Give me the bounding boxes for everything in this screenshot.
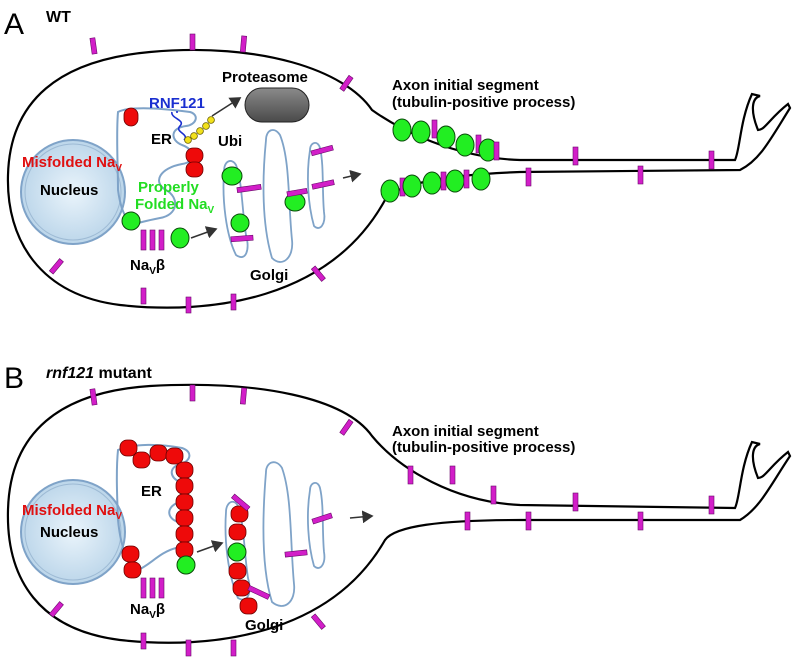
trafficking-arrow bbox=[190, 226, 218, 239]
panel-a-title: WT bbox=[46, 9, 71, 26]
folded-nav bbox=[227, 542, 247, 562]
nucleus-icon bbox=[20, 479, 126, 585]
rnf121-label: RNF121 bbox=[149, 95, 205, 112]
sodium-channel bbox=[311, 179, 335, 190]
panel-b-letter: B bbox=[4, 362, 24, 395]
golgi-label: Golgi bbox=[250, 267, 288, 284]
properly-label: Properly bbox=[138, 179, 200, 196]
panel-a-letter: A bbox=[4, 8, 24, 41]
nav-beta-icon bbox=[140, 229, 165, 251]
misfolded-label: Misfolded NaV bbox=[22, 502, 122, 522]
misfolded-nav bbox=[185, 147, 204, 164]
folded-nav bbox=[221, 166, 243, 186]
sodium-channel bbox=[247, 585, 271, 600]
rnf121-protein-icon bbox=[171, 111, 187, 141]
trafficking-arrow bbox=[196, 540, 224, 553]
degradation-arrow bbox=[211, 97, 242, 117]
er-label: ER bbox=[141, 483, 162, 500]
ais-label-line2: (tubulin-positive process) bbox=[392, 439, 575, 456]
transport-arrow bbox=[349, 510, 374, 524]
sodium-channel bbox=[286, 187, 308, 198]
nucleus-icon bbox=[20, 139, 126, 245]
misfolded-nav-cluster bbox=[119, 439, 194, 579]
misfolded-nav bbox=[230, 505, 249, 523]
folded-nav bbox=[230, 213, 250, 233]
misfolded-nav bbox=[228, 523, 247, 541]
ubiquitin-chain-icon bbox=[184, 116, 215, 144]
misfolded-nav bbox=[239, 597, 258, 615]
folded-nav bbox=[170, 227, 190, 249]
misfolded-nav bbox=[232, 579, 251, 597]
folded-nav bbox=[121, 211, 141, 231]
panel-b: B rnf121 mutant Nucleus ER Misfolded NaV bbox=[4, 362, 792, 657]
er-label: ER bbox=[151, 131, 172, 148]
sodium-channel bbox=[236, 184, 262, 193]
sodium-channel bbox=[311, 512, 333, 525]
ais-channels-a bbox=[380, 118, 715, 203]
sodium-channel bbox=[230, 234, 254, 243]
membrane-channels-b bbox=[48, 384, 354, 657]
transport-arrow bbox=[342, 169, 362, 183]
sodium-channel bbox=[230, 493, 251, 512]
misfolded-nav bbox=[228, 562, 247, 580]
ais-label-line1: Axon initial segment bbox=[392, 423, 539, 440]
folded-nav bbox=[176, 555, 196, 575]
membrane-channels-a bbox=[48, 33, 354, 314]
er-icon bbox=[115, 443, 191, 572]
golgi-label: Golgi bbox=[245, 617, 283, 634]
nav-beta-label: NaVβ bbox=[130, 601, 165, 621]
nav-beta-label: NaVβ bbox=[130, 257, 165, 277]
golgi-icon bbox=[222, 129, 326, 263]
proteasome-icon bbox=[244, 87, 310, 123]
folded-label: Folded NaV bbox=[135, 196, 215, 216]
sodium-channel bbox=[284, 549, 308, 558]
er-icon bbox=[116, 107, 197, 227]
proteasome-label: Proteasome bbox=[222, 69, 308, 86]
misfolded-nav bbox=[185, 161, 204, 178]
nucleus-label: Nucleus bbox=[40, 182, 98, 199]
ais-label-line2: (tubulin-positive process) bbox=[392, 94, 575, 111]
ais-label-line1: Axon initial segment bbox=[392, 77, 539, 94]
nav-beta-icon bbox=[140, 577, 165, 599]
axon-channels-b bbox=[407, 465, 715, 531]
misfolded-nav bbox=[123, 107, 139, 127]
ubi-label: Ubi bbox=[218, 133, 242, 150]
misfolded-label: Misfolded NaV bbox=[22, 154, 122, 174]
panel-a: A WT Nucleus ER RNF121 Ubi Proteasome bbox=[4, 8, 792, 314]
panel-b-title: rnf121 mutant bbox=[46, 365, 152, 382]
sodium-channel bbox=[310, 144, 334, 157]
cell-membrane-b bbox=[6, 383, 792, 644]
nucleus-label: Nucleus bbox=[40, 524, 98, 541]
